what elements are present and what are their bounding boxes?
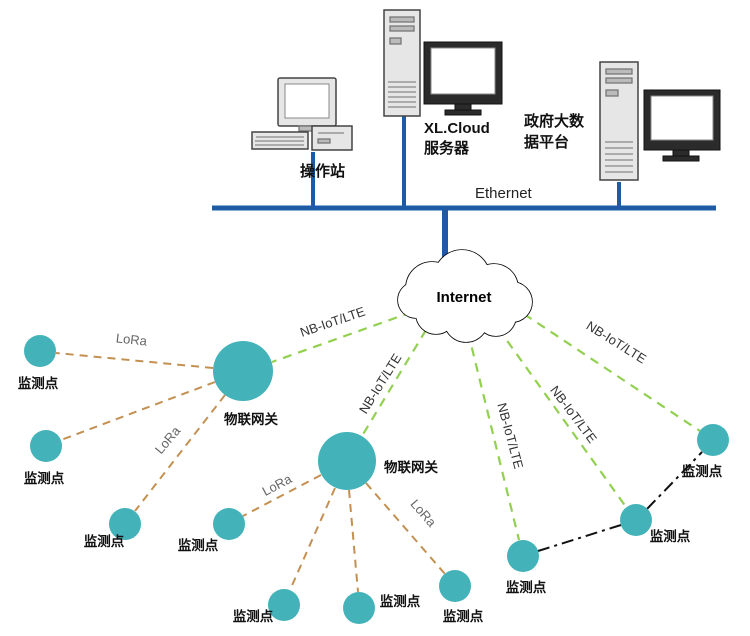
gateway2-label: 物联网关 — [384, 459, 438, 475]
nbiot-link-cloud-gateway1 — [271, 310, 413, 364]
monitor-label-2: 监测点 — [24, 470, 65, 486]
lora-link-gw2-mp4 — [242, 474, 322, 517]
monitor-node-7 — [439, 570, 471, 602]
lora-link-gw2-mp6 — [348, 489, 359, 593]
monitor-node-2 — [30, 430, 62, 462]
server-slot — [389, 16, 415, 23]
workstation-computer-icon — [251, 77, 353, 151]
system-unit — [311, 125, 353, 151]
lora-label-4: LoRa — [408, 496, 440, 530]
cloud-server-label-line2: 服务器 — [424, 139, 470, 157]
monitor-label-1: 监测点 — [18, 375, 59, 391]
monitor-label-8: 监测点 — [506, 579, 547, 595]
keyboard-keys — [255, 136, 304, 146]
nbiot-link-cloud-mp9 — [497, 327, 627, 508]
gateway2-node — [318, 432, 376, 490]
monitor-label-6: 监测点 — [380, 593, 421, 609]
monitor-node-8 — [507, 540, 539, 572]
monitor-label-9: 监测点 — [650, 528, 691, 544]
lora-link-gw2-mp7 — [365, 482, 446, 575]
monitor-label-3: 监测点 — [84, 533, 125, 549]
dashdot-links — [537, 451, 703, 552]
server-slot — [605, 77, 633, 84]
server-slot — [605, 68, 633, 75]
gateway1-label: 物联网关 — [224, 411, 278, 427]
monitor-screen — [650, 95, 714, 141]
nbiot-label-4: NB-IoT/LTE — [547, 383, 600, 446]
cloud-server-label-line1: XL.Cloud — [424, 120, 490, 137]
monitor-node-5 — [268, 589, 300, 621]
nbiot-links — [271, 310, 701, 541]
monitor-label-5: 监测点 — [233, 608, 274, 624]
gateway-nodes — [213, 341, 376, 490]
nbiot-link-cloud-gateway2 — [361, 329, 427, 437]
monitor-node-4 — [213, 508, 245, 540]
lora-links — [55, 352, 446, 593]
gov-server-icon — [599, 61, 721, 181]
monitor-node-3 — [109, 508, 141, 540]
drive-bay — [317, 138, 331, 144]
internet-cloud-icon: Internet — [397, 249, 533, 343]
cloud-server-icon — [383, 9, 503, 117]
monitor-base — [444, 109, 482, 116]
server-slot — [389, 25, 415, 32]
monitor-node-1 — [24, 335, 56, 367]
dashdot-link-mp9-mp10 — [646, 451, 703, 510]
nbiot-label-2: NB-IoT/LTE — [356, 351, 405, 417]
nbiot-link-cloud-mp8 — [466, 331, 521, 541]
lora-link-gw1-mp1 — [55, 352, 214, 369]
monitor-screen — [430, 47, 496, 95]
monitor-label-4: 监测点 — [178, 537, 219, 553]
crt-screen — [284, 83, 330, 119]
nbiot-label-1: NB-IoT/LTE — [298, 304, 367, 340]
lora-label-1: LoRa — [115, 330, 148, 348]
gateway1-node — [213, 341, 273, 401]
monitor-label-10: 监测点 — [682, 463, 723, 479]
gov-platform-label-line2: 据平台 — [524, 133, 569, 151]
server-button — [605, 89, 619, 97]
monitor-node-9 — [620, 504, 652, 536]
monitor-node-10 — [697, 424, 729, 456]
server-vent-grill — [605, 141, 633, 173]
monitor-base — [662, 155, 700, 162]
operator-station-label: 操作站 — [300, 162, 345, 180]
nbiot-link-cloud-mp10 — [523, 313, 701, 432]
internet-label: Internet — [436, 289, 491, 306]
monitor-stand — [454, 103, 472, 111]
dashdot-link-mp8-mp9 — [537, 524, 622, 552]
gov-platform-label-line1: 政府大数 — [524, 112, 585, 130]
monitor-point-nodes — [24, 335, 729, 624]
lora-label-3: LoRa — [260, 471, 295, 499]
monitor-node-6 — [343, 592, 375, 624]
lora-link-gw1-mp3 — [134, 394, 226, 512]
monitor-stand — [672, 149, 690, 157]
server-vent-grill — [388, 81, 416, 108]
lora-label-2: LoRa — [152, 423, 184, 457]
monitor-label-7: 监测点 — [443, 608, 484, 624]
ethernet-label: Ethernet — [475, 185, 533, 202]
lora-link-gw1-mp2 — [60, 381, 216, 441]
lora-link-gw2-mp5 — [289, 487, 336, 591]
server-button — [389, 37, 402, 45]
